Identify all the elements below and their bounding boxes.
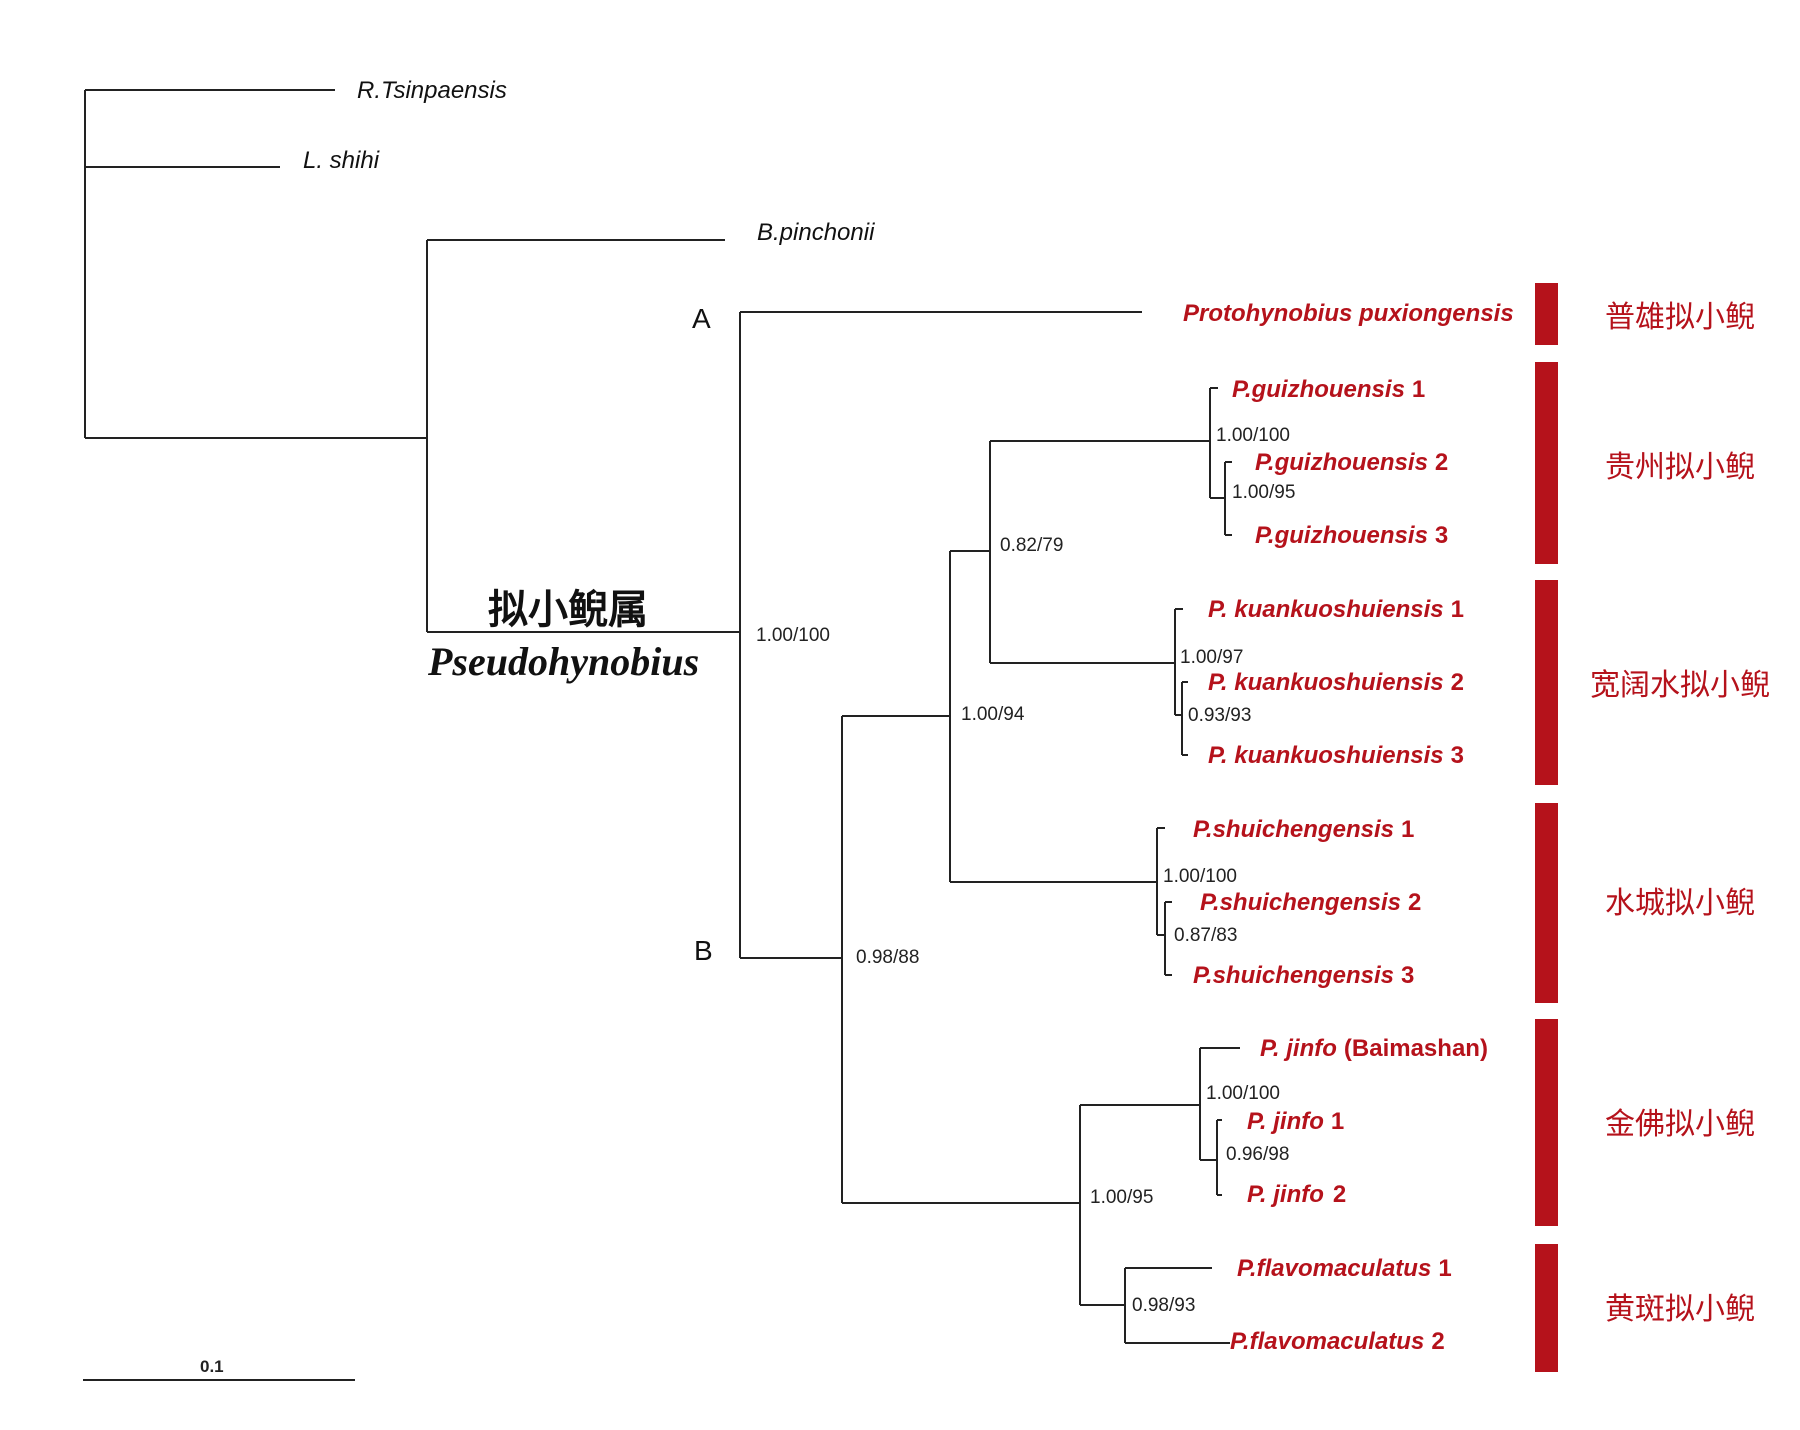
group-bar-guizhou xyxy=(1535,362,1558,564)
support-clade-b: 0.98/88 xyxy=(856,947,919,968)
group-name-flavo: 黄斑拟小鲵 xyxy=(1605,1292,1755,1327)
support-guizhou-inner: 1.00/95 xyxy=(1232,482,1295,503)
group-name-guizhou: 贵州拟小鲵 xyxy=(1605,450,1755,485)
group-bar-shuicheng xyxy=(1535,803,1558,1003)
group-name-shuicheng: 水城拟小鲵 xyxy=(1605,886,1755,921)
taxon-b-pinchonii: B.pinchonii xyxy=(757,219,875,246)
support-node-79: 0.82/79 xyxy=(1000,535,1063,556)
support-jinfo-clade: 1.00/100 xyxy=(1206,1083,1280,1104)
genus-label-latin: Pseudohynobius xyxy=(427,639,699,684)
support-node-94: 1.00/94 xyxy=(961,704,1025,725)
support-shuicheng-inner: 0.87/83 xyxy=(1174,925,1237,946)
taxon-jinfo-baimashan: P. jinfo(Baimashan) xyxy=(1260,1035,1488,1062)
support-jinfo-flavo: 1.00/95 xyxy=(1090,1187,1153,1208)
genus-label-chinese: 拟小鲵属 xyxy=(488,587,648,633)
support-kuankuo-clade: 1.00/97 xyxy=(1180,647,1243,668)
clade-label-b: B xyxy=(694,935,713,966)
group-bar-kuankuo xyxy=(1535,580,1558,785)
support-pseudohynobius: 1.00/100 xyxy=(756,625,830,646)
taxon-l-shihi: L. shihi xyxy=(303,147,380,174)
group-name-kuankuo: 宽阔水拟小鲵 xyxy=(1590,668,1770,703)
group-name-puxiong: 普雄拟小鲵 xyxy=(1605,300,1755,335)
clade-label-a: A xyxy=(692,303,711,334)
support-flavo-clade: 0.98/93 xyxy=(1132,1295,1195,1316)
tree-branches xyxy=(84,89,1240,1344)
support-shuicheng-clade: 1.00/100 xyxy=(1163,866,1237,887)
support-guizhou-clade: 1.00/100 xyxy=(1216,425,1290,446)
taxon-r-tsinpaensis: R.Tsinpaensis xyxy=(357,77,507,104)
support-jinfo-inner: 0.96/98 xyxy=(1226,1144,1289,1165)
group-bar-flavo xyxy=(1535,1244,1558,1372)
group-name-jinfo: 金佛拟小鲵 xyxy=(1605,1107,1755,1142)
group-bar-jinfo xyxy=(1535,1019,1558,1226)
group-bar-puxiong xyxy=(1535,283,1558,345)
support-kuankuo-inner: 0.93/93 xyxy=(1188,705,1251,726)
taxon-protohynobius-puxiongensis: Protohynobius puxiongensis xyxy=(1183,300,1514,327)
scale-bar-label: 0.1 xyxy=(200,1357,224,1376)
